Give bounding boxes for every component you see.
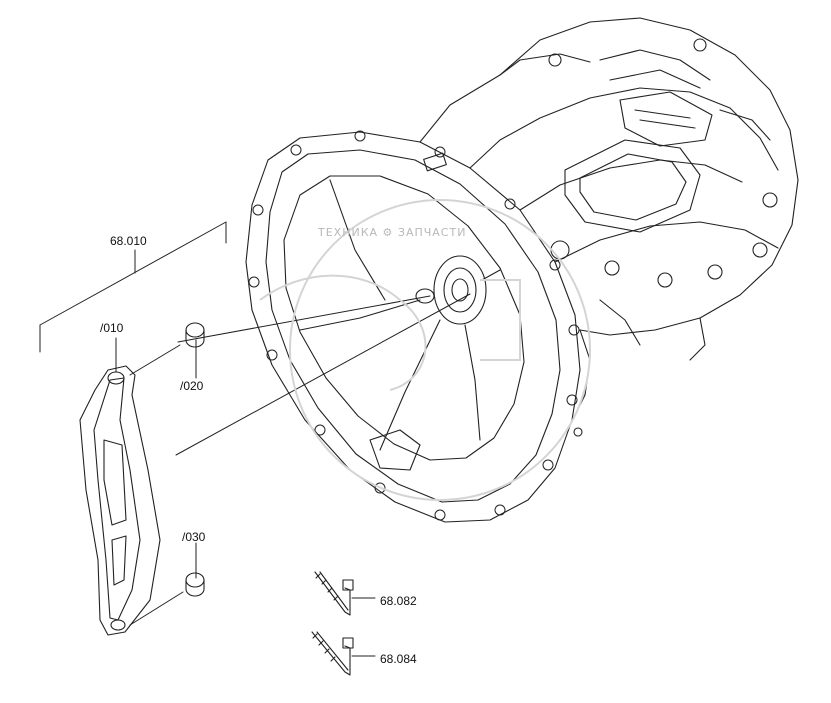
label-part-020: /020	[180, 379, 204, 393]
bushing-030	[185, 572, 205, 597]
bell-housing-flange	[245, 131, 581, 523]
label-part-030: /030	[182, 530, 206, 544]
fork-to-stud-line	[129, 344, 181, 376]
watermark-logo	[259, 199, 591, 501]
transmission-housing	[245, 17, 799, 523]
bell-housing-cavity	[283, 175, 525, 461]
label-part-68082: 68.082	[380, 594, 417, 608]
label-part-68084: 68.084	[380, 652, 417, 666]
bell-housing-inner-rim	[265, 149, 561, 503]
group-bracket-line	[39, 221, 227, 326]
bushing-020	[185, 322, 205, 348]
gearbox-body	[419, 17, 799, 336]
spring-clip-68084	[311, 631, 354, 676]
clutch-release-fork	[79, 365, 161, 636]
watermark-text: ТЕХНИКА ⚙ ЗАПЧАСТИ	[318, 226, 467, 239]
input-shaft-bore	[433, 255, 487, 325]
spring-clip-68082	[314, 571, 354, 616]
leader-lines	[39, 221, 471, 657]
label-part-010: /010	[100, 321, 124, 335]
flange-bolts	[248, 130, 580, 521]
label-group-68010: 68.010	[110, 234, 147, 248]
branding-plate	[619, 91, 713, 147]
shift-cover	[564, 139, 701, 233]
pivot-stud	[415, 288, 435, 304]
